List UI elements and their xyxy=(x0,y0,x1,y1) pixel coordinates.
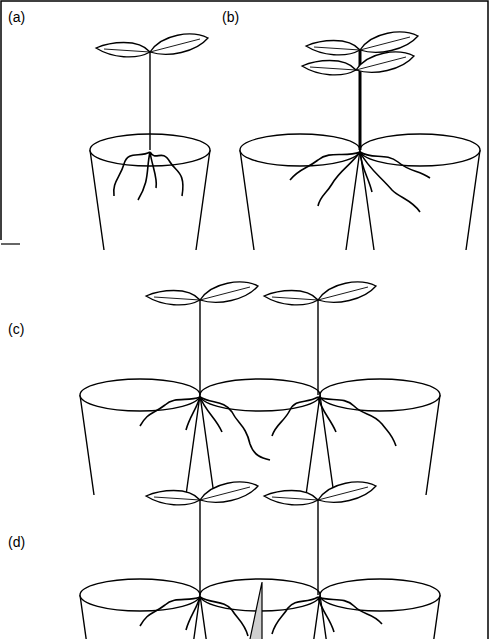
stem xyxy=(200,500,318,595)
stem xyxy=(149,52,150,150)
panel-label: (a) xyxy=(8,10,25,24)
panel-d xyxy=(80,482,440,639)
roots xyxy=(272,397,396,446)
pot xyxy=(200,379,320,495)
roots xyxy=(140,397,270,460)
pot xyxy=(320,379,440,495)
partition-outline xyxy=(250,582,262,639)
panel-label: (d) xyxy=(8,535,25,549)
roots xyxy=(290,152,430,212)
roots xyxy=(140,597,248,636)
roots xyxy=(272,597,382,634)
leaves xyxy=(96,34,208,57)
stem xyxy=(200,300,318,395)
leaves xyxy=(146,282,258,305)
panel-b xyxy=(240,32,480,250)
pot xyxy=(320,579,440,639)
panel-c xyxy=(80,282,440,495)
pot xyxy=(80,579,200,639)
panel-a xyxy=(90,34,210,250)
leaves xyxy=(264,482,376,505)
frame-tick xyxy=(1,243,20,244)
pot xyxy=(240,134,360,250)
leaves xyxy=(146,482,258,505)
pot xyxy=(80,379,200,495)
panel-label: (b) xyxy=(222,10,239,24)
leaves xyxy=(302,52,414,75)
leaves xyxy=(306,32,418,55)
pot xyxy=(90,134,210,250)
panel-label: (c) xyxy=(8,322,24,336)
leaves xyxy=(264,282,376,305)
pot xyxy=(360,134,480,250)
roots xyxy=(114,152,183,200)
partition xyxy=(250,582,262,639)
pot xyxy=(200,579,320,639)
